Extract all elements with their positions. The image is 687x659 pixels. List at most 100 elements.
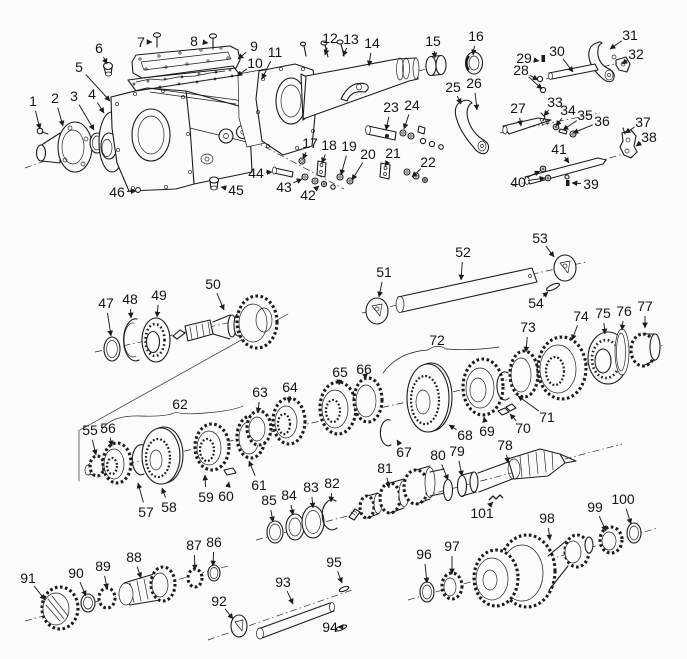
part-callout-46: 46 bbox=[109, 184, 125, 200]
part-callout-23: 23 bbox=[383, 99, 399, 115]
callout-leader bbox=[563, 156, 570, 164]
callout-leader bbox=[448, 424, 457, 431]
part-callout-38: 38 bbox=[641, 129, 657, 145]
callout-leader bbox=[321, 154, 327, 164]
countershaft bbox=[365, 254, 577, 325]
part-callout-20: 20 bbox=[360, 146, 376, 162]
callout-leader bbox=[102, 56, 108, 65]
callout-leader bbox=[542, 291, 549, 298]
callout-leader bbox=[136, 482, 144, 503]
part-callout-91: 91 bbox=[20, 570, 36, 586]
part-callout-75: 75 bbox=[595, 305, 611, 321]
callout-leader bbox=[411, 168, 422, 178]
callout-leader bbox=[635, 140, 642, 147]
callout-leader bbox=[216, 293, 225, 311]
callout-leader bbox=[456, 95, 462, 105]
callout-leader bbox=[423, 563, 430, 584]
output-flange-assembly bbox=[35, 111, 126, 173]
callout-leader bbox=[504, 454, 510, 464]
part-callout-72: 72 bbox=[429, 332, 445, 348]
callout-leader bbox=[85, 74, 111, 102]
idler-shaft bbox=[230, 585, 350, 640]
part-callout-65: 65 bbox=[332, 364, 348, 380]
callout-leader bbox=[562, 120, 578, 131]
part-callout-73: 73 bbox=[520, 319, 536, 335]
part-callout-53: 53 bbox=[532, 230, 548, 246]
part-callout-88: 88 bbox=[126, 549, 142, 565]
part-callout-83: 83 bbox=[303, 479, 319, 495]
callout-leader bbox=[546, 527, 553, 541]
callout-leader bbox=[571, 325, 578, 341]
callout-leader bbox=[366, 52, 373, 67]
part-callout-60: 60 bbox=[218, 488, 234, 504]
callout-leader bbox=[431, 50, 438, 59]
part-callout-74: 74 bbox=[573, 308, 589, 324]
input-shaft-assembly bbox=[103, 294, 279, 363]
callout-leader bbox=[339, 155, 347, 176]
part-callout-49: 49 bbox=[151, 287, 167, 303]
part-callout-64: 64 bbox=[282, 379, 298, 395]
callout-leader bbox=[225, 481, 231, 488]
part-callout-93: 93 bbox=[275, 574, 291, 590]
callout-leader bbox=[609, 40, 623, 50]
part-callout-51: 51 bbox=[376, 264, 392, 280]
part-callout-26: 26 bbox=[466, 75, 482, 91]
part-callout-8: 8 bbox=[190, 33, 198, 49]
part-callout-81: 81 bbox=[377, 460, 393, 476]
part-callout-54: 54 bbox=[528, 295, 544, 311]
part-callout-25: 25 bbox=[445, 79, 461, 95]
callout-leader bbox=[248, 460, 256, 476]
part-callout-96: 96 bbox=[416, 546, 432, 562]
part-callout-78: 78 bbox=[497, 437, 513, 453]
callout-leader bbox=[384, 159, 391, 167]
callout-leader bbox=[96, 102, 105, 114]
part-callout-56: 56 bbox=[100, 420, 116, 436]
callout-leader bbox=[471, 45, 477, 56]
part-callout-14: 14 bbox=[364, 35, 380, 51]
part-callout-5: 5 bbox=[75, 59, 83, 75]
part-callout-59: 59 bbox=[198, 489, 214, 505]
callout-leader bbox=[323, 47, 330, 56]
callout-leader bbox=[289, 504, 295, 516]
callout-leader bbox=[78, 104, 95, 131]
callout-leader bbox=[458, 460, 464, 477]
part-callout-17: 17 bbox=[302, 135, 318, 151]
callout-leader bbox=[625, 508, 633, 525]
part-callout-52: 52 bbox=[455, 244, 471, 260]
part-callout-36: 36 bbox=[594, 113, 610, 129]
part-callout-90: 90 bbox=[68, 565, 84, 581]
callout-leader bbox=[601, 322, 608, 335]
part-callout-9: 9 bbox=[250, 38, 258, 54]
part-callout-99: 99 bbox=[587, 499, 603, 515]
part-callout-50: 50 bbox=[205, 276, 221, 292]
callout-leader bbox=[527, 175, 546, 182]
part-callout-13: 13 bbox=[343, 31, 359, 47]
callout-leader bbox=[220, 185, 227, 191]
part-callout-32: 32 bbox=[628, 46, 644, 62]
callout-leader bbox=[79, 581, 87, 597]
callout-leader bbox=[533, 57, 540, 63]
callout-leader bbox=[191, 554, 198, 571]
part-callout-63: 63 bbox=[252, 384, 268, 400]
extension-housing bbox=[300, 51, 484, 121]
callout-leader bbox=[545, 245, 555, 258]
top-cover-and-gaskets bbox=[127, 45, 241, 92]
part-callout-18: 18 bbox=[321, 137, 337, 153]
part-callout-67: 67 bbox=[396, 444, 412, 460]
part-callout-80: 80 bbox=[430, 447, 446, 463]
callout-leader bbox=[402, 114, 410, 130]
callout-leader bbox=[529, 74, 539, 81]
part-callout-100: 100 bbox=[611, 491, 635, 507]
callout-leader bbox=[523, 336, 530, 353]
callout-leader bbox=[528, 76, 543, 90]
callout-leader bbox=[337, 571, 343, 584]
part-callout-87: 87 bbox=[186, 537, 202, 553]
callout-leader bbox=[384, 116, 390, 131]
callout-leader bbox=[377, 281, 383, 298]
part-callout-41: 41 bbox=[551, 141, 567, 157]
cluster-gear-assembly bbox=[419, 522, 642, 609]
callout-leader bbox=[237, 51, 247, 60]
callout-leader bbox=[302, 151, 308, 160]
part-callout-89: 89 bbox=[95, 558, 111, 574]
